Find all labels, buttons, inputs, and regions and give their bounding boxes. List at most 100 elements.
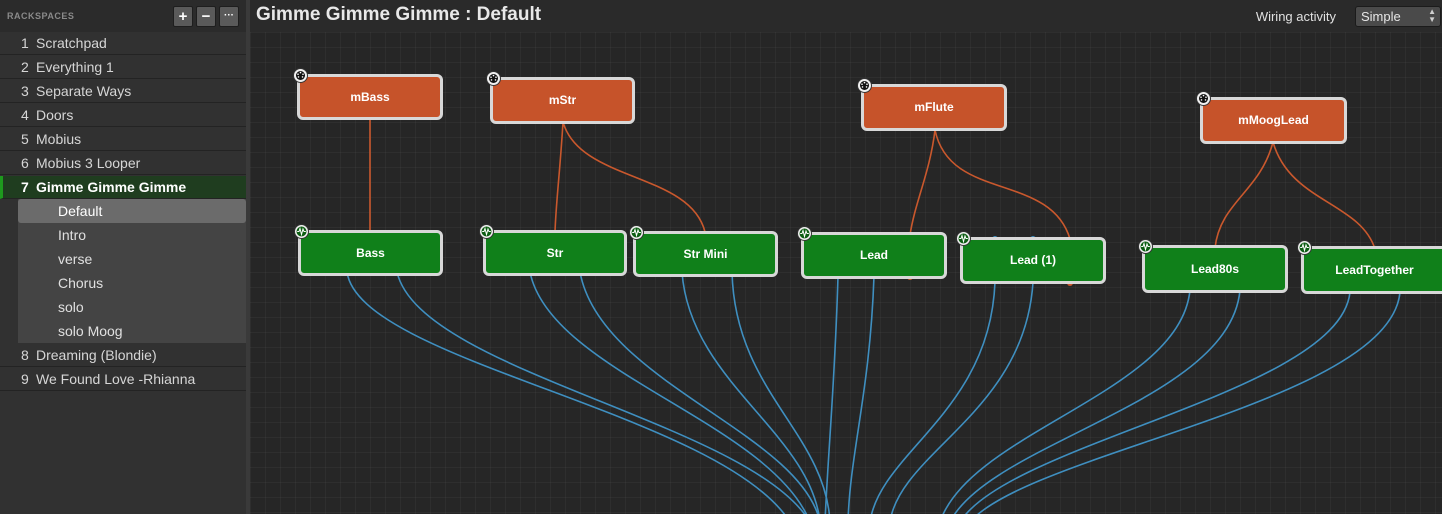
midi-node-mmooglead[interactable]: mMoogLead (1196, 91, 1347, 144)
audio-wire (579, 271, 819, 514)
audio-waveform-icon (294, 224, 309, 239)
node-label: Str Mini (683, 247, 728, 261)
node-label: Lead80s (1190, 262, 1240, 276)
rackspace-label: Separate Ways (36, 83, 132, 99)
rackspace-more-button[interactable]: ··· (219, 6, 239, 27)
audio-wire (891, 281, 1034, 514)
rackspace-label: Scratchpad (36, 35, 107, 51)
midi-port-icon (1196, 91, 1211, 106)
rackspace-item-doors[interactable]: 4 Doors (0, 104, 246, 127)
audio-wires (346, 271, 1401, 514)
variation-item-chorus[interactable]: Chorus (58, 275, 104, 291)
node-label: LeadTogether (1335, 263, 1414, 277)
node-label: Str (546, 246, 564, 260)
remove-rackspace-button[interactable]: − (196, 6, 216, 27)
audio-waveform-icon (956, 231, 971, 246)
wiring-canvas[interactable]: mBass mStr mFlute mMoogLead Bass Str (250, 32, 1442, 514)
rackspace-number: 1 (21, 35, 29, 51)
midi-wire (554, 121, 564, 233)
page-title: Gimme Gimme Gimme : Default (256, 4, 542, 25)
rackspace-item-everything-1[interactable]: 2 Everything 1 (0, 56, 246, 79)
rackspace-number: 7 (21, 179, 29, 195)
audio-wire (529, 271, 807, 514)
rackspace-item-we-found-love[interactable]: 9 We Found Love -Rhianna (0, 368, 246, 391)
midi-port-icon (486, 71, 501, 86)
rackspaces-panel: RACKSPACES + − ··· 1 Scratchpad 2 Everyt… (0, 0, 247, 514)
rackspace-label: Mobius 3 Looper (36, 155, 141, 171)
plugin-node-leadtogether[interactable]: LeadTogether (1297, 240, 1442, 294)
midi-wire (909, 129, 936, 236)
rackspace-number: 2 (21, 59, 29, 75)
node-label: mMoogLead (1238, 113, 1309, 127)
rackspaces-title: RACKSPACES (7, 11, 75, 21)
audio-wire (731, 271, 830, 514)
rackspace-item-separate-ways[interactable]: 3 Separate Ways (0, 80, 246, 103)
wiring-activity-label: Wiring activity (1255, 9, 1336, 24)
midi-port-icon (293, 68, 308, 83)
plugin-node-lead80s[interactable]: Lead80s (1138, 239, 1288, 293)
audio-wire (847, 275, 875, 514)
variation-item-solo[interactable]: solo (58, 299, 84, 315)
rackspace-label: We Found Love -Rhianna (36, 371, 196, 387)
audio-waveform-icon (479, 224, 494, 239)
midi-wire (1272, 141, 1376, 250)
node-label: mStr (548, 93, 577, 107)
audio-wire (942, 289, 1191, 514)
node-label: Lead (1) (1009, 253, 1056, 267)
node-label: mFlute (914, 100, 954, 114)
wiring-header: Gimme Gimme Gimme : Default Wiring activ… (250, 0, 1442, 33)
midi-wires (369, 118, 1376, 250)
rackspace-number: 6 (21, 155, 29, 171)
midi-wire (562, 121, 706, 233)
midi-wire (934, 129, 1071, 240)
rackspaces-header: RACKSPACES + − ··· (0, 0, 246, 33)
audio-wire (824, 275, 839, 514)
rackspace-number: 8 (21, 347, 29, 363)
audio-waveform-icon (797, 226, 812, 241)
rackspace-item-scratchpad[interactable]: 1 Scratchpad (0, 32, 246, 55)
audio-wire (870, 281, 996, 514)
rackspace-label: Everything 1 (36, 59, 114, 75)
plugin-node-str-mini[interactable]: Str Mini (629, 225, 778, 277)
midi-node-mbass[interactable]: mBass (293, 68, 443, 120)
audio-waveform-icon (629, 225, 644, 240)
rackspace-number: 4 (21, 107, 29, 123)
audio-waveform-icon (1297, 240, 1312, 255)
rackspace-item-gimme-gimme-gimme[interactable]: 7 Gimme Gimme Gimme (0, 176, 246, 199)
variations-list: Default Intro verse Chorus solo solo Moo… (18, 199, 246, 343)
rackspace-label: Doors (36, 107, 74, 123)
select-arrows-icon: ▲▼ (1428, 7, 1436, 24)
rackspace-item-mobius-3-looper[interactable]: 6 Mobius 3 Looper (0, 152, 246, 175)
midi-node-mflute[interactable]: mFlute (857, 78, 1007, 131)
rackspace-item-dreaming[interactable]: 8 Dreaming (Blondie) (0, 344, 246, 367)
plugin-node-lead[interactable]: Lead (797, 226, 947, 279)
add-rackspace-button[interactable]: + (173, 6, 193, 27)
rackspace-label: Dreaming (Blondie) (36, 347, 157, 363)
variation-item-intro[interactable]: Intro (58, 227, 87, 243)
midi-port-icon (857, 78, 872, 93)
node-label: mBass (350, 90, 390, 104)
audio-wire (396, 271, 806, 514)
audio-wire (681, 271, 820, 514)
rackspace-label: Mobius (36, 131, 82, 147)
midi-node-mstr[interactable]: mStr (486, 71, 635, 124)
panel-splitter[interactable] (246, 0, 250, 514)
rackspace-number: 5 (21, 131, 29, 147)
audio-waveform-icon (1138, 239, 1153, 254)
rackspace-number: 3 (21, 83, 29, 99)
variation-item-solo-moog[interactable]: solo Moog (58, 323, 123, 339)
plugin-node-str[interactable]: Str (479, 224, 627, 276)
audio-wire (977, 291, 1401, 514)
wiring-activity-select[interactable]: Simple ▲▼ (1355, 6, 1441, 27)
plugin-node-lead-1[interactable]: Lead (1) (956, 231, 1106, 284)
variation-item-verse[interactable]: verse (58, 251, 93, 267)
variation-item-default[interactable]: Default (18, 199, 246, 223)
rackspace-label: Gimme Gimme Gimme (36, 179, 187, 195)
plugin-node-bass[interactable]: Bass (294, 224, 443, 276)
audio-wire (954, 289, 1241, 514)
audio-wire (965, 291, 1351, 514)
node-label: Bass (356, 246, 385, 260)
midi-wire (1214, 141, 1274, 249)
rackspace-item-mobius[interactable]: 5 Mobius (0, 128, 246, 151)
rackspace-number: 9 (21, 371, 29, 387)
